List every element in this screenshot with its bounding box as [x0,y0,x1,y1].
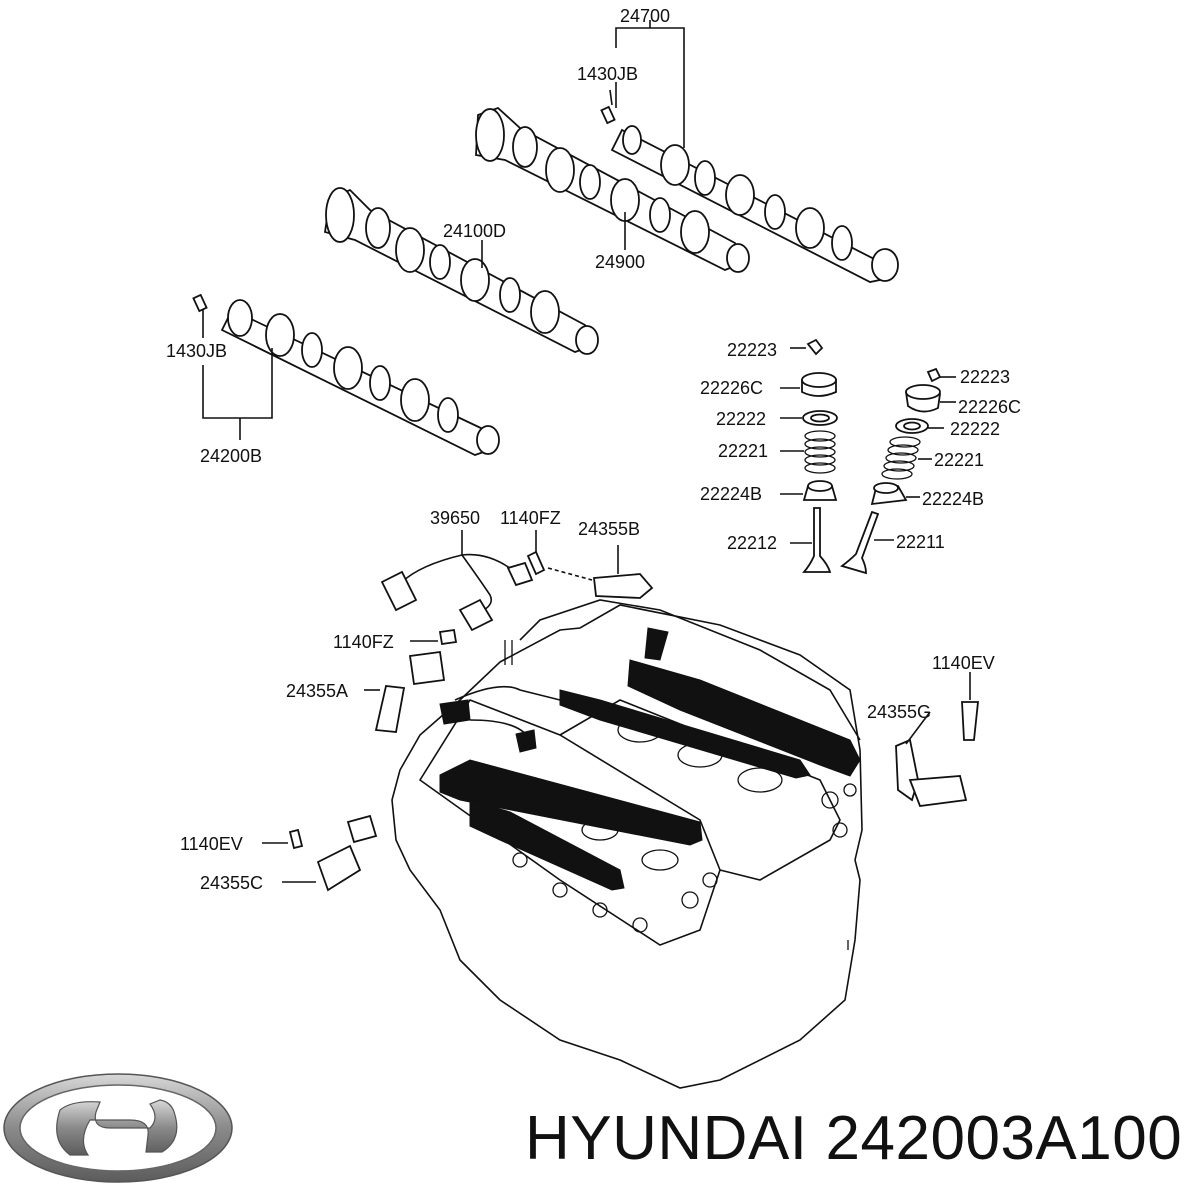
label-24355G: 24355G [867,702,931,722]
label-24355B: 24355B [578,519,640,539]
bolt-1140EV-right [961,672,979,741]
dowel-pin-1430JB-top [600,105,616,125]
valve-assembly-right [840,367,956,575]
label-39650: 39650 [430,508,480,528]
part-number: 242003A100 [825,1104,1183,1173]
label-1140EV-left: 1140EV [180,834,243,854]
wiring-harness-39650 [380,530,534,632]
label-24200B: 24200B [200,446,262,466]
ocv-24355C [282,814,378,892]
label-24355C: 24355C [200,873,263,893]
label-1430JB-left: 1430JB [166,341,227,361]
label-22212: 22212 [727,533,777,553]
label-24100D: 24100D [443,221,506,241]
label-22211: 22211 [896,532,945,552]
camshaft-24100D [323,187,599,355]
label-22226C-b: 22226C [958,397,1021,417]
label-22224B-a: 22224B [700,484,762,504]
bolt-1140FZ-top [526,530,546,576]
brand-name: HYUNDAI [525,1104,808,1173]
bolt-1140EV-left [262,828,304,850]
hyundai-logo-icon [3,1073,233,1183]
engine-cylinder-head [391,599,863,1089]
label-24355A: 24355A [286,681,348,701]
dowel-pin-1430JB-left [192,293,208,313]
label-22226C-a: 22226C [700,378,763,398]
label-1430JB-top: 1430JB [577,64,638,84]
label-1140FZ-mid: 1140FZ [333,632,394,652]
ocv-24355B [547,545,654,599]
label-24700: 24700 [620,6,670,26]
valve-assembly-left [780,338,838,573]
label-1140EV-right: 1140EV [932,653,995,673]
label-22221-a: 22221 [718,441,768,461]
camshaft-leaders [202,20,685,440]
camshaft-24700 [610,125,899,283]
part-labels: 24700 1430JB 24100D 24900 1430JB 24200B … [166,6,1021,893]
label-22224B-b: 22224B [922,489,984,509]
bolt-1140FZ-mid [410,628,458,646]
ocv-24355A [364,650,446,733]
label-22222-b: 22222 [950,419,1000,439]
label-1140FZ-top: 1140FZ [500,508,561,528]
ocv-24355G [895,711,968,807]
label-22223-b: 22223 [960,367,1010,387]
camshaft-24200B [220,299,500,456]
label-22223-a: 22223 [727,340,777,360]
label-22221-b: 22221 [934,450,984,470]
camshaft-24900 [475,106,750,273]
label-24900: 24900 [595,252,645,272]
label-22222-a: 22222 [716,409,766,429]
